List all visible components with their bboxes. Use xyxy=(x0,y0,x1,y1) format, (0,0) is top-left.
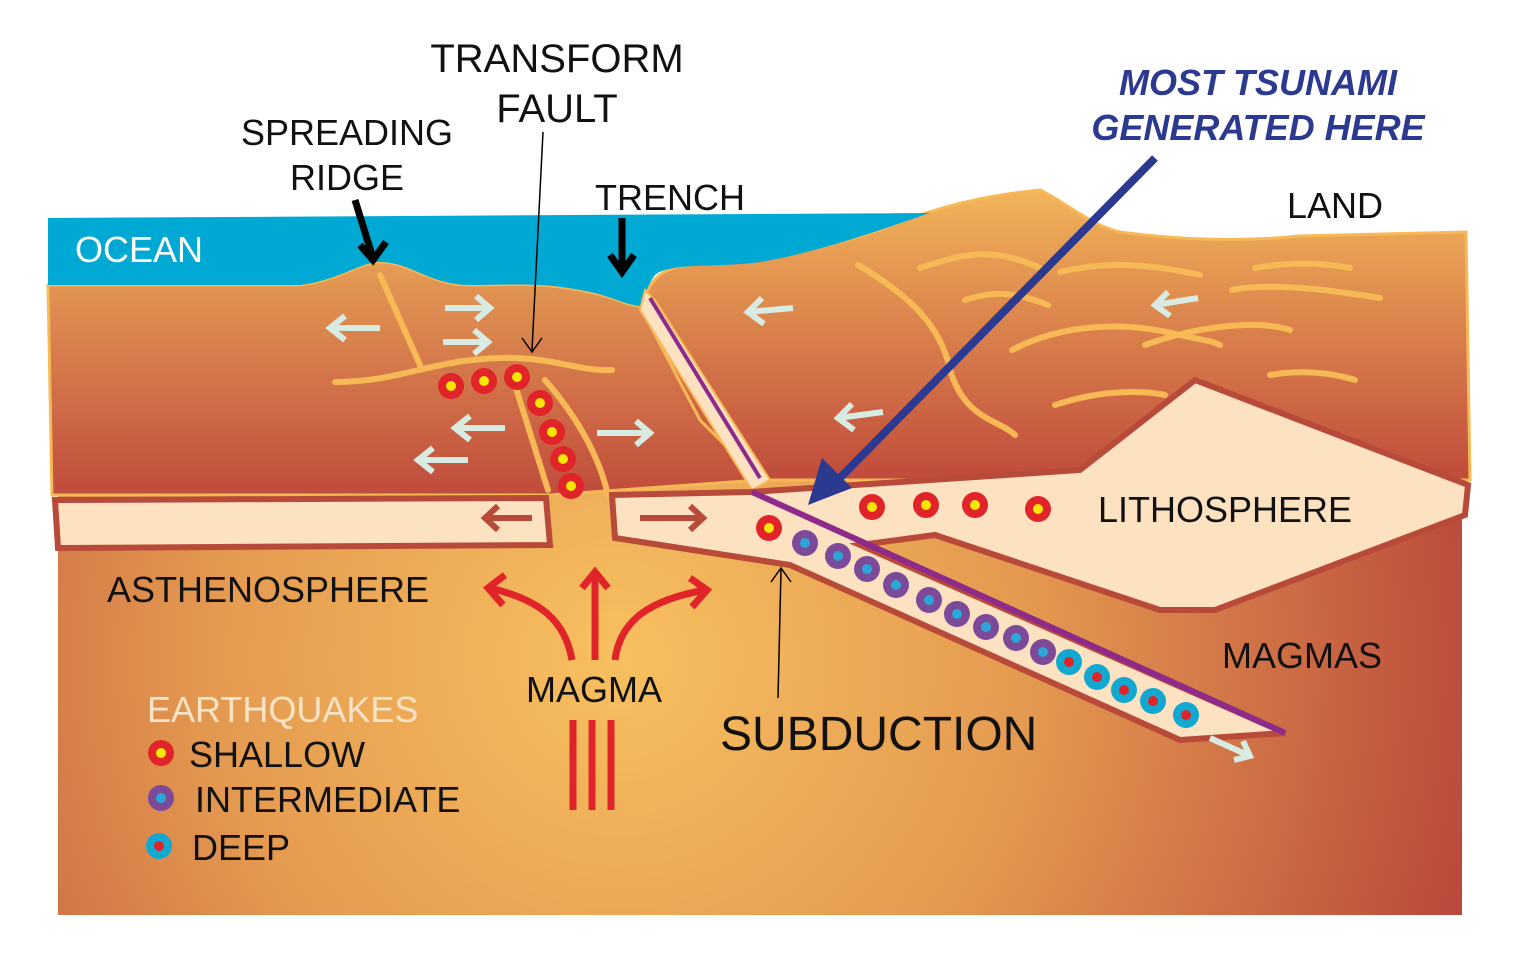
strata-lines xyxy=(332,251,1383,498)
lithosphere-label: LITHOSPHERE xyxy=(1098,489,1352,530)
deep-earthquakes xyxy=(1056,649,1199,728)
magma-label: MAGMA xyxy=(526,669,662,710)
lithosphere-right xyxy=(608,376,1472,744)
subduction-pointer xyxy=(770,566,792,699)
transform-fault-pointer xyxy=(521,131,544,354)
legend-deep: DEEP xyxy=(192,827,290,868)
trench-arrow xyxy=(607,218,637,279)
ocean-label: OCEAN xyxy=(75,229,203,270)
transform-fault-label-2: FAULT xyxy=(496,87,618,131)
intermediate-earthquakes xyxy=(792,530,1056,665)
ocean-water xyxy=(48,213,930,306)
transform-fault-label: TRANSFORM xyxy=(430,37,683,81)
legend-title: EARTHQUAKES xyxy=(147,689,418,730)
magma-arrows xyxy=(482,566,713,810)
magmas-label: MAGMAS xyxy=(1222,635,1382,676)
legend-intermediate: INTERMEDIATE xyxy=(195,779,460,820)
subduction-label: SUBDUCTION xyxy=(720,708,1037,761)
asthenosphere-label: ASTHENOSPHERE xyxy=(107,569,429,610)
tsunami-arrow xyxy=(827,155,1158,491)
spreading-ridge-label: SPREADING xyxy=(241,112,453,153)
subducting-plate-edge xyxy=(750,489,1287,736)
trench-label: TRENCH xyxy=(595,177,745,218)
tsunami-arrowhead xyxy=(808,458,852,505)
lithosphere-left-slab xyxy=(51,494,554,552)
spreading-ridge-label-2: RIDGE xyxy=(290,157,404,198)
plate-motion-arrows xyxy=(325,289,1255,763)
shallow-earthquakes xyxy=(438,364,1051,541)
legend-shallow: SHALLOW xyxy=(189,734,365,775)
earthquake-legend: EARTHQUAKES SHALLOW INTERMEDIATE DEEP xyxy=(146,689,460,868)
tsunami-label: MOST TSUNAMI xyxy=(1119,62,1398,103)
land-label: LAND xyxy=(1287,185,1383,226)
tsunami-label-2: GENERATED HERE xyxy=(1091,107,1425,148)
spreading-ridge-arrow xyxy=(351,198,389,266)
